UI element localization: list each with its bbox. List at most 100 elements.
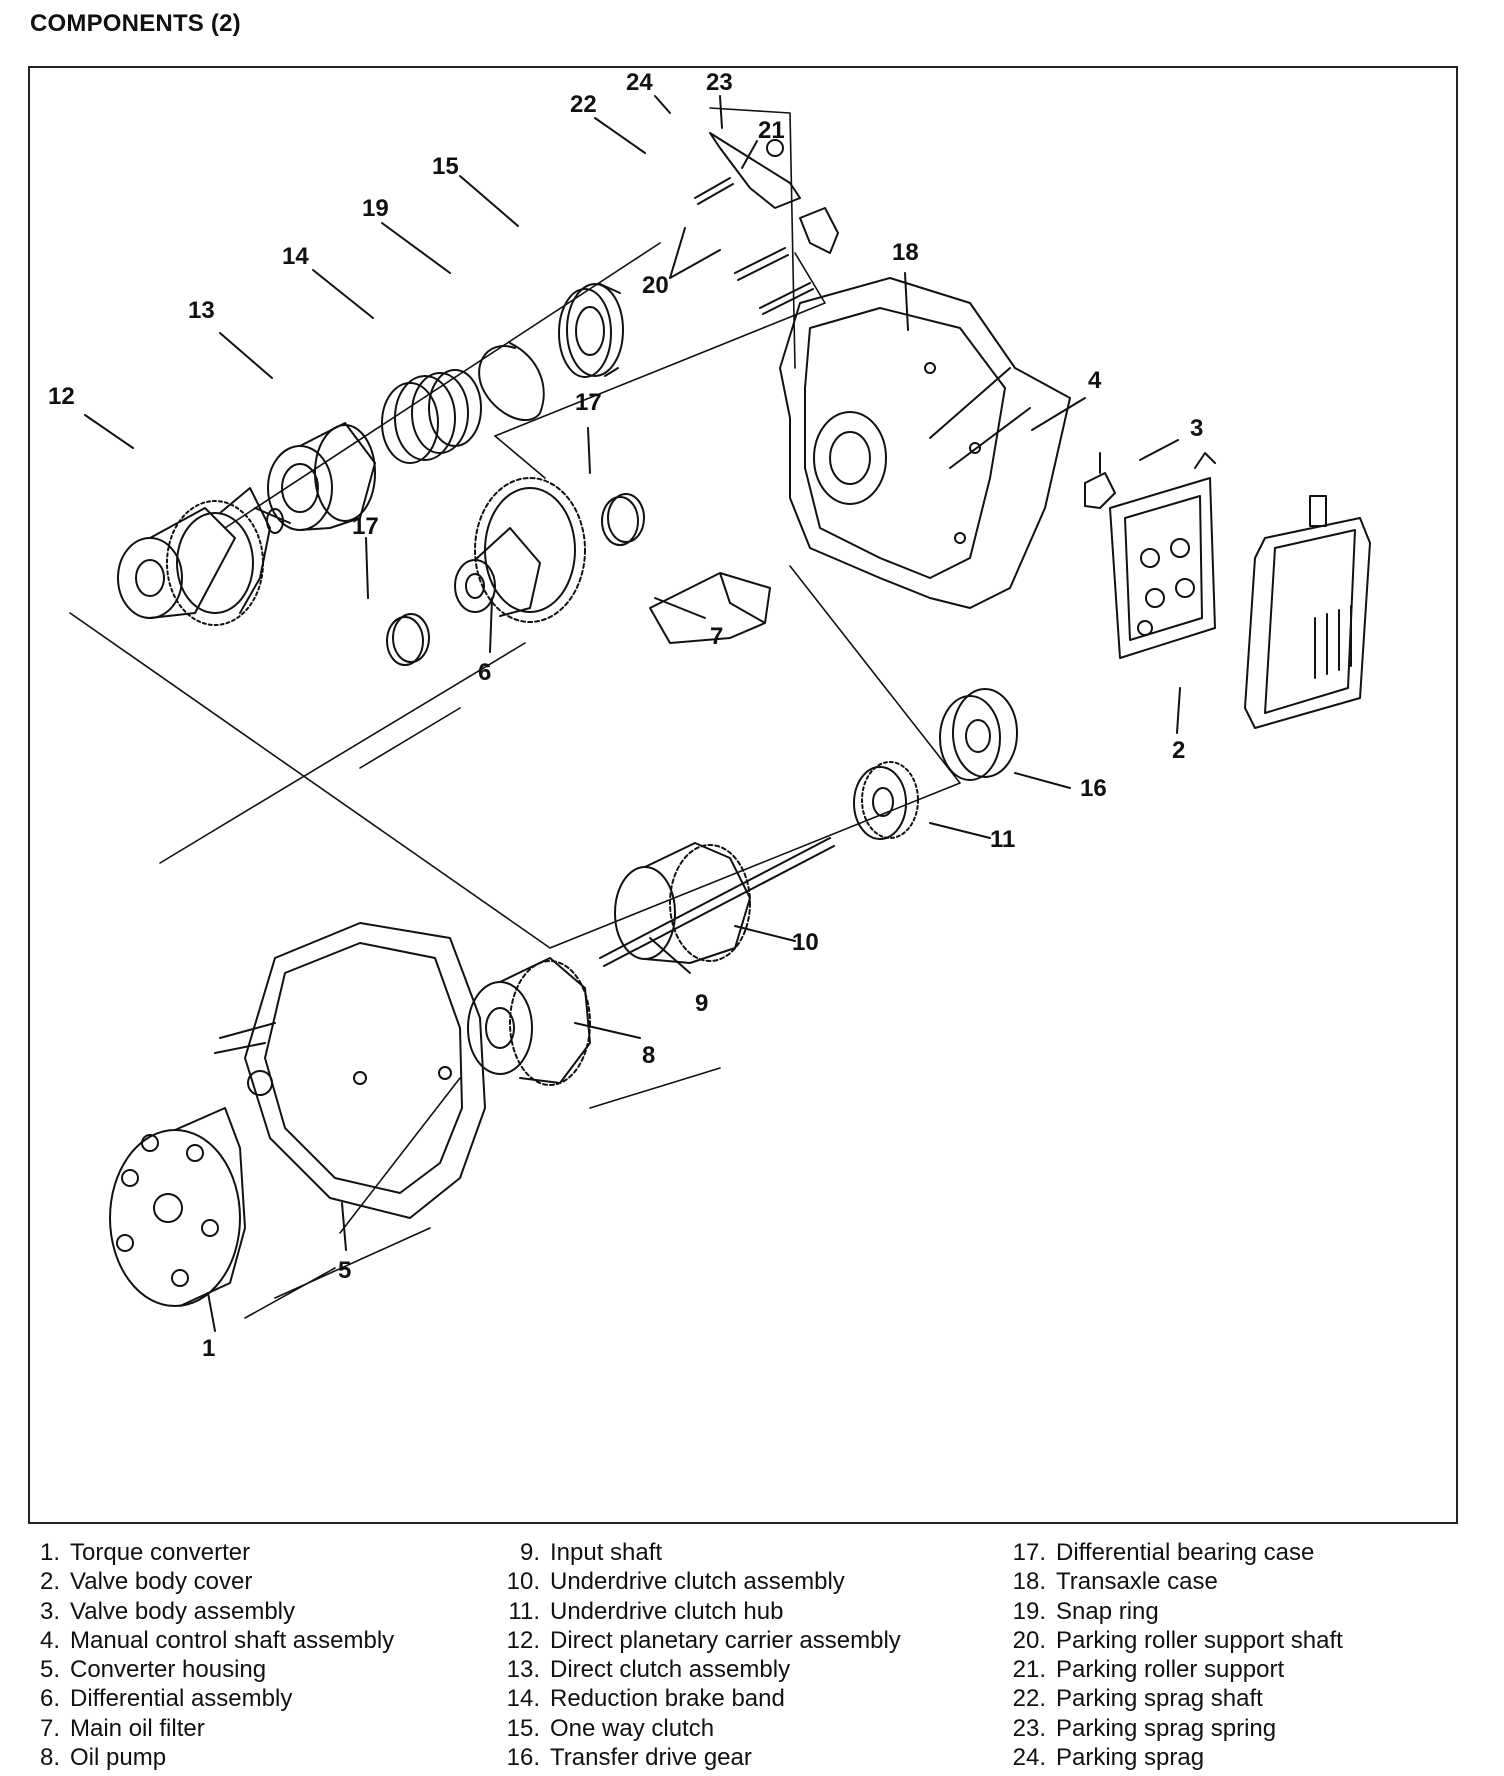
direct-clutch-drawing [267, 422, 376, 531]
legend-number: 11. [508, 1597, 540, 1625]
legend-item: 6.Differential assembly [32, 1684, 394, 1713]
legend-item: 3. Valve body assembly [32, 1597, 394, 1626]
legend-item: 1.Torque converter [32, 1538, 394, 1567]
legend-label: Parking roller support [1056, 1656, 1285, 1684]
legend-number: 2. [39, 1568, 60, 1596]
legend-number: 21. [1012, 1656, 1046, 1684]
legend-label: Reduction brake band [550, 1685, 785, 1713]
legend-number: 23. [1012, 1714, 1046, 1742]
callout-11: 11 [990, 826, 1015, 853]
legend-number: 5. [39, 1656, 60, 1684]
callout-23: 23 [706, 69, 733, 96]
legend-number: 14. [506, 1685, 540, 1713]
legend-label: Valve body cover [70, 1568, 253, 1596]
converter-housing-drawing [214, 922, 486, 1219]
legend-item: 2. Valve body cover [32, 1567, 394, 1596]
legend-item: 13.Direct clutch assembly [498, 1655, 901, 1684]
callout-15: 15 [432, 153, 459, 180]
page-title: COMPONENTS (2) [30, 10, 241, 37]
torque-converter-drawing [109, 1107, 246, 1307]
legend-label: Converter housing [70, 1656, 267, 1684]
legend-number: 8. [39, 1744, 60, 1772]
callout-10: 10 [792, 929, 819, 956]
callout-leaders [84, 95, 1181, 1332]
exploded-view-drawing: 1 2 3 4 5 6 7 8 9 10 11 12 13 14 15 16 1… [48, 69, 1371, 1362]
transfer-drive-gear-drawing [939, 688, 1018, 781]
legend-item: 7. Main oil filter [32, 1714, 394, 1743]
callout-20: 20 [642, 272, 669, 299]
legend-label: Valve body assembly [70, 1597, 295, 1625]
legend-label: Torque converter [70, 1539, 251, 1566]
legend-number: 7. [39, 1714, 60, 1742]
legend-label: Oil pump [70, 1744, 167, 1772]
callout-3: 3 [1190, 415, 1203, 442]
legend-item: 10. Underdrive clutch assembly [498, 1567, 901, 1596]
legend-number: 16. [506, 1744, 540, 1772]
legend-label: Parking roller support shaft [1056, 1626, 1343, 1654]
direct-planetary-carrier-drawing [117, 487, 291, 626]
legend-label: Parking sprag [1056, 1744, 1205, 1772]
legend-item: 15. One way clutch [498, 1714, 901, 1743]
legend-item: 9. Input shaft [498, 1538, 901, 1567]
callout-5: 5 [338, 1257, 351, 1284]
legend-label: Parking sprag spring [1056, 1714, 1277, 1742]
legend-column-2: 9. Input shaft 10. Underdrive clutch assem… [498, 1538, 901, 1772]
legend-column-3: 17.Differential bearing case 18.Transaxl… [1004, 1538, 1343, 1772]
transaxle-case-drawing [779, 277, 1071, 609]
legend-label: Transaxle case [1056, 1568, 1218, 1596]
parking-parts-drawing [694, 132, 839, 315]
legend-column-1: 1.Torque converter 2. Valve body cover 3.… [32, 1538, 394, 1772]
callout-2: 2 [1172, 737, 1185, 764]
legend-number: 22. [1012, 1685, 1046, 1713]
legend-item: 11. Underdrive clutch hub [498, 1597, 901, 1626]
legend-item: 12. Direct planetary carrier assembly [498, 1626, 901, 1655]
legend-item: 20.Parking roller support shaft [1004, 1626, 1343, 1655]
legend-number: 10. [506, 1568, 540, 1596]
valve-body-drawing [1109, 452, 1216, 659]
assembly-guide-lines [69, 107, 961, 1319]
legend-label: Parking sprag shaft [1056, 1685, 1263, 1713]
snap-ring-drawing [478, 342, 545, 422]
legend-item: 14. Reduction brake band [498, 1684, 901, 1713]
legend-item: 16. Transfer drive gear [498, 1743, 901, 1772]
callout-22: 22 [570, 91, 597, 118]
callout-8: 8 [642, 1042, 655, 1069]
legend-item: 8. Oil pump [32, 1743, 394, 1772]
legend-item: 21. Parking roller support [1004, 1655, 1343, 1684]
valve-body-cover-drawing [1244, 495, 1371, 729]
underdrive-clutch-drawing [599, 837, 835, 967]
legend-label: Underdrive clutch assembly [550, 1568, 845, 1596]
legend-label: Main oil filter [70, 1714, 205, 1742]
callout-21: 21 [758, 117, 785, 144]
callout-12: 12 [48, 383, 75, 410]
main-oil-filter-drawing [649, 572, 771, 644]
callout-16: 16 [1080, 775, 1107, 802]
callout-9: 9 [695, 990, 708, 1017]
legend-number: 18. [1012, 1568, 1046, 1596]
callout-18: 18 [892, 239, 919, 266]
differential-bearing-case-drawing [386, 493, 645, 666]
legend-item: 19. Snap ring [1004, 1597, 1343, 1626]
legend-label: Snap ring [1056, 1597, 1159, 1625]
legend-label: Underdrive clutch hub [550, 1597, 784, 1625]
legend-number: 4. [39, 1626, 60, 1654]
legend-label: Direct planetary carrier assembly [550, 1626, 901, 1654]
legend-item: 18. Transaxle case [1004, 1567, 1343, 1596]
differential-drawing [454, 477, 586, 623]
callout-17-upper: 17 [575, 389, 602, 416]
oil-pump-drawing [467, 957, 591, 1086]
legend-number: 9. [519, 1539, 540, 1566]
legend-label: Direct clutch assembly [550, 1656, 791, 1684]
legend-number: 24. [1012, 1744, 1046, 1772]
legend-number: 3. [39, 1597, 60, 1625]
legend-number: 19. [1012, 1597, 1046, 1625]
legend-label: Differential bearing case [1056, 1539, 1315, 1566]
legend-label: One way clutch [550, 1714, 715, 1742]
legend-label: Transfer drive gear [550, 1744, 752, 1772]
reduction-brake-band-drawing [381, 369, 482, 464]
exploded-diagram: 1 2 3 4 5 6 7 8 9 10 11 12 13 14 15 16 1… [28, 66, 1458, 1524]
legend-number: 12. [506, 1626, 540, 1654]
legend-label: Input shaft [550, 1539, 663, 1566]
legend-number: 15. [506, 1714, 540, 1742]
callout-14: 14 [282, 243, 309, 270]
